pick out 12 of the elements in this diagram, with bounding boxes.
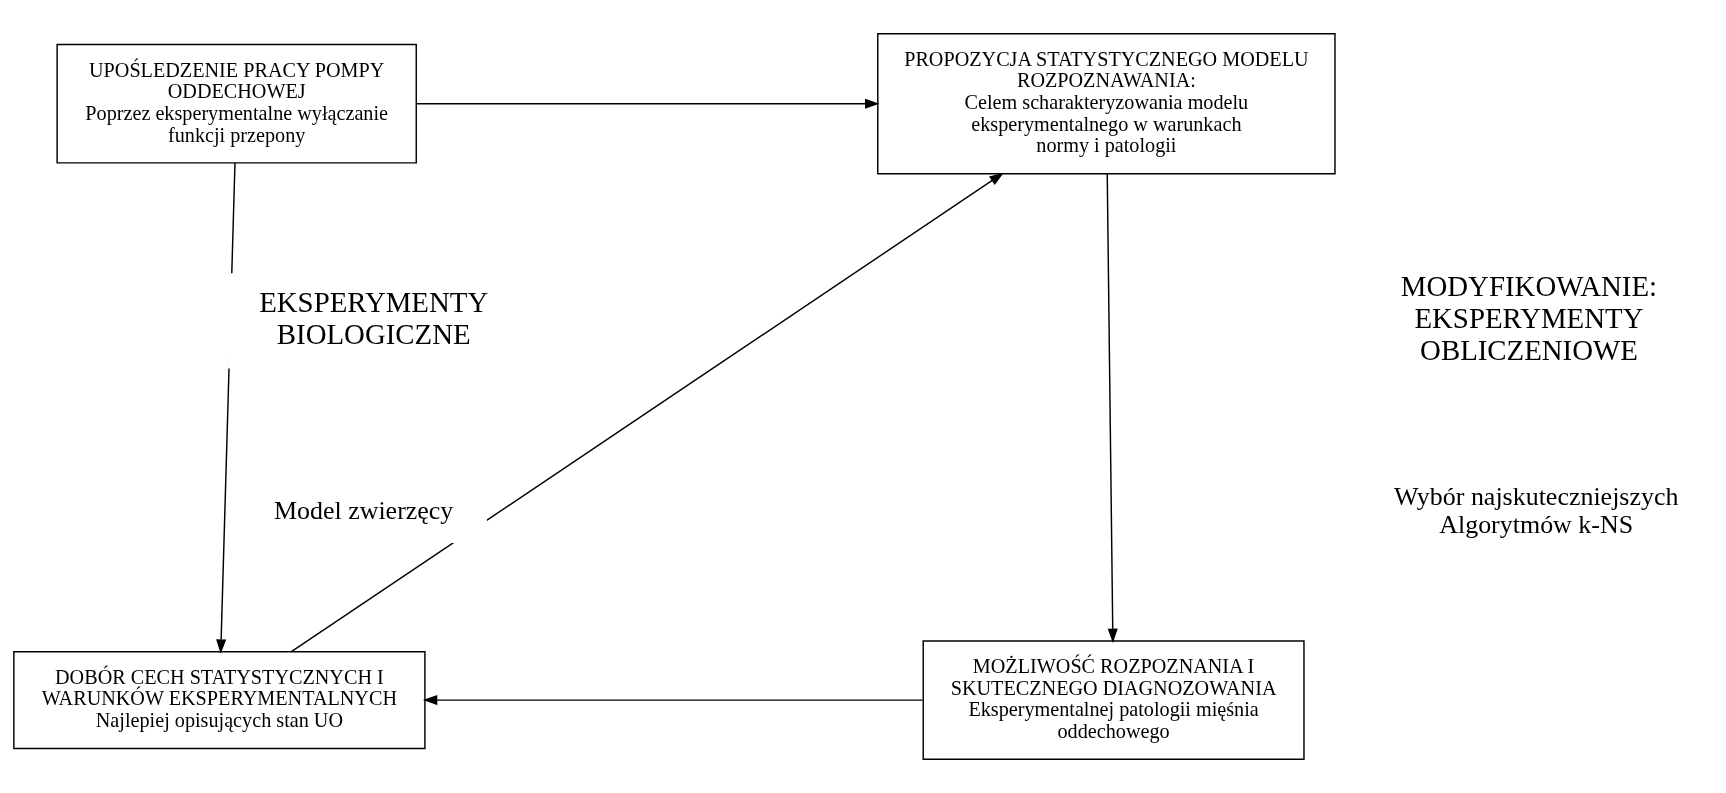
arrow [422, 695, 924, 706]
node-box: PROPOZYCJA STATYSTYCZNEGO MODELU ROZPOZNAWANIA: Celem scharakteryzowania modelu eksperymentalnego w warunkach normy i patologii [877, 33, 1336, 175]
node-box: UPOŚLEDZENIE PRACY POMPY ODDECHOWEJ Poprzez eksperymentalne wyłączanie funkcji przepony [56, 43, 417, 164]
label: Wybór najskuteczniejszych Algorytmów k-NS [1393, 481, 1679, 540]
label: MODYFIKOWANIE: EKSPERYMENTY OBLICZENIOWE [1400, 270, 1658, 366]
label: EKSPERYMENTY BIOLOGICZNE [259, 286, 489, 350]
arrow [415, 98, 880, 109]
label: Model zwierzęcy [273, 495, 454, 525]
node-box: DOBÓR CECH STATYSTYCZNYCH I WARUNKÓW EKSPERYMENTALNYCH Najlepiej opisujących stan UO [13, 651, 426, 750]
node-box: MOŻLIWOŚĆ ROZPOZNANIA I SKUTECZNEGO DIAGNOZOWANIA Eksperymentalnej patologii mięśnia oddechowego [922, 640, 1305, 760]
arrow [1106, 173, 1118, 644]
arrow [290, 172, 1004, 653]
